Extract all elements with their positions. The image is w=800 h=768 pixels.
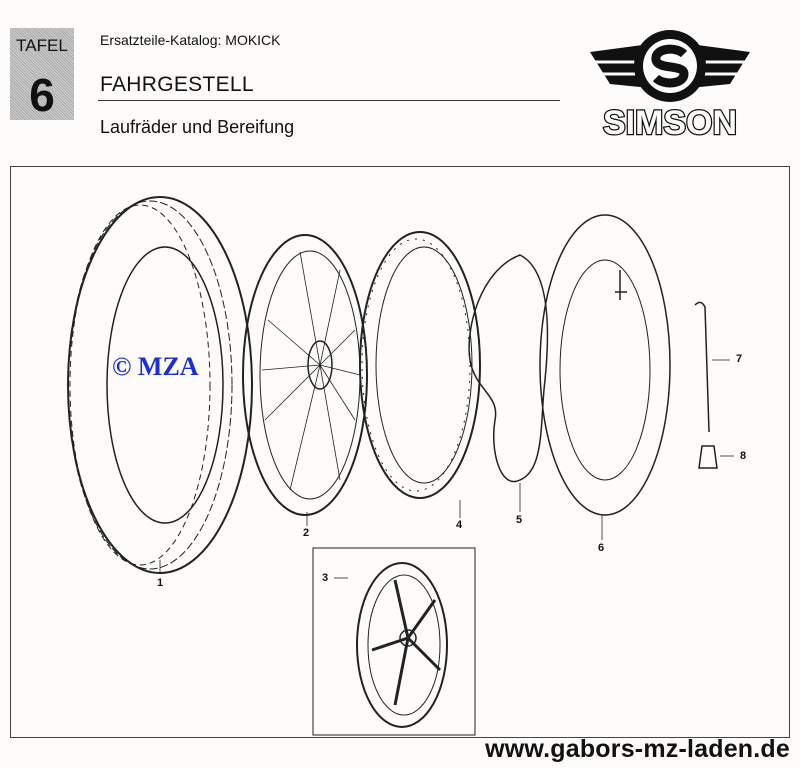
part-number-8: 8 bbox=[740, 450, 747, 462]
spoked-wheel-part-2 bbox=[242, 234, 368, 516]
cast-wheel-part-3 bbox=[356, 562, 448, 728]
tafel-badge: TAFEL 6 bbox=[10, 28, 74, 120]
section-title: FAHRGESTELL bbox=[100, 73, 254, 96]
inset-box-part-3 bbox=[312, 547, 476, 736]
section-subtitle: Laufräder und Bereifung bbox=[100, 117, 295, 137]
tafel-number: 6 bbox=[29, 69, 55, 121]
catalog-title: Ersatzteile-Katalog: MOKICK bbox=[100, 32, 281, 48]
part-number-1: 1 bbox=[157, 577, 164, 589]
nipple-part-8 bbox=[698, 445, 734, 469]
spoke-part-7 bbox=[694, 301, 730, 433]
rim-band-part-5 bbox=[468, 254, 549, 483]
tube-part-6 bbox=[539, 214, 671, 516]
part-number-7: 7 bbox=[736, 353, 743, 365]
part-number-3: 3 bbox=[322, 572, 329, 584]
logo-text: SIMSON bbox=[603, 104, 737, 142]
header-divider bbox=[98, 100, 560, 101]
part-number-6: 6 bbox=[598, 542, 605, 554]
diagram-frame bbox=[10, 166, 790, 738]
footer-url[interactable]: www.gabors-mz-laden.de bbox=[485, 735, 790, 763]
simson-logo: SIMSON bbox=[590, 30, 750, 142]
part-number-5: 5 bbox=[516, 514, 523, 526]
tafel-label: TAFEL bbox=[16, 36, 68, 55]
tyre-part-1 bbox=[67, 196, 253, 574]
part-number-4: 4 bbox=[456, 519, 463, 531]
copyright-watermark: © MZA bbox=[112, 352, 199, 381]
part-number-2: 2 bbox=[303, 527, 310, 539]
rim-part-4 bbox=[359, 231, 481, 499]
